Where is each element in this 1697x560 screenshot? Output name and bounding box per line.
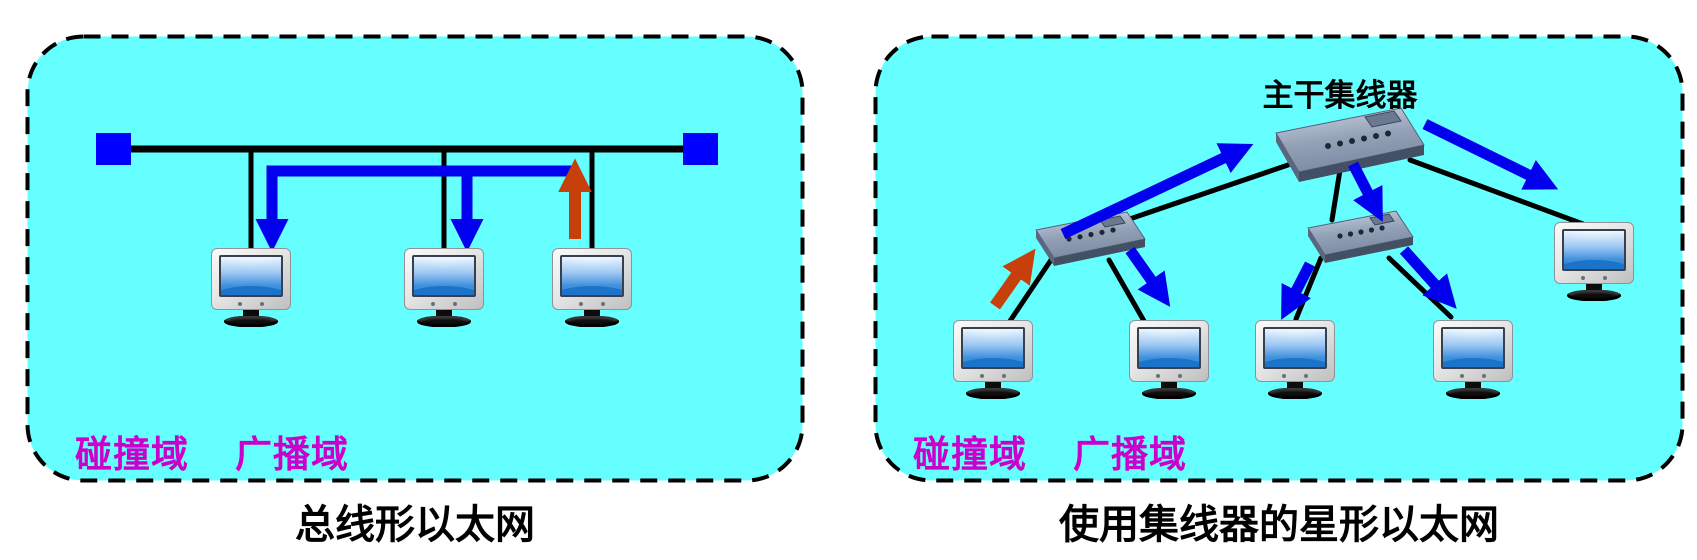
computer-base [1142, 388, 1196, 399]
computer-screen [560, 255, 624, 297]
broadcast-arrow-to-righthub [1348, 161, 1383, 222]
computer-base [1268, 388, 1322, 399]
computer-base [224, 316, 278, 327]
bus-terminator-right-icon [683, 133, 718, 165]
computer-icon [211, 248, 291, 327]
computer-bezel [1129, 320, 1209, 382]
broadcast-arrow-to-computer4 [1399, 246, 1457, 309]
backbone-hub-label: 主干集线器 [1262, 78, 1418, 113]
computer-base [1567, 290, 1621, 301]
computer-stand [1161, 381, 1177, 390]
computer-screen [1263, 327, 1327, 369]
computer-screen [1137, 327, 1201, 369]
computer-stand [1287, 381, 1303, 390]
computer-base [966, 388, 1020, 399]
computer-bezel [1255, 320, 1335, 382]
computer-bezel [1554, 222, 1634, 284]
computer-bezel [404, 248, 484, 310]
computer-base [565, 316, 619, 327]
star-ethernet-panel: 主干集线器 碰撞域 广播域 [873, 34, 1685, 483]
computer-stand [985, 381, 1001, 390]
computer-stand [584, 309, 600, 318]
cable-mainhub-righthub [1329, 167, 1343, 223]
computer-bezel [552, 248, 632, 310]
broadcast-arrow-1 [255, 165, 575, 253]
computer-icon [953, 320, 1033, 399]
bus-ethernet-caption: 总线形以太网 [295, 503, 535, 547]
cable-lefthub-computer1 [1007, 257, 1054, 324]
broadcast-domain-label: 广播域 [235, 434, 349, 475]
computer-bezel [953, 320, 1033, 382]
computer-icon [1129, 320, 1209, 399]
transmit-arrow [990, 248, 1036, 310]
broadcast-arrow-to-computer3 [1281, 261, 1315, 320]
collision-domain-label: 碰撞域 [75, 434, 189, 475]
computer-icon [1433, 320, 1513, 399]
star-ethernet-caption: 使用集线器的星形以太网 [1059, 503, 1499, 547]
broadcast-arrow-to-computer2 [1125, 246, 1171, 307]
computer-base [1446, 388, 1500, 399]
computer-stand [243, 309, 259, 318]
cable-mainhub-computer5 [1407, 157, 1586, 227]
computer-screen [961, 327, 1025, 369]
cable-lefthub-mainhub [1112, 162, 1291, 227]
bus-ethernet-panel: 碰撞域 广播域 [25, 34, 805, 483]
computer-bezel [1433, 320, 1513, 382]
computer-screen [1562, 229, 1626, 271]
computer-base [417, 316, 471, 327]
cable-lefthub-computer2 [1106, 257, 1147, 324]
broadcast-domain-label: 广播域 [1073, 434, 1187, 475]
computer-stand [436, 309, 452, 318]
bus-terminator-left-icon [96, 133, 131, 165]
backbone-hub-icon [1275, 107, 1425, 182]
computer-screen [219, 255, 283, 297]
computer-screen [1441, 327, 1505, 369]
computer-bezel [211, 248, 291, 310]
computer-icon [552, 248, 632, 327]
computer-icon [1554, 222, 1634, 301]
computer-icon [1255, 320, 1335, 399]
broadcast-arrow-to-computer5 [1422, 119, 1559, 190]
broadcast-arrow-up-to-mainhub [1060, 143, 1254, 239]
computer-icon [404, 248, 484, 327]
computer-screen [412, 255, 476, 297]
computer-stand [1465, 381, 1481, 390]
computer-stand [1586, 283, 1602, 292]
collision-domain-label: 碰撞域 [913, 434, 1027, 475]
